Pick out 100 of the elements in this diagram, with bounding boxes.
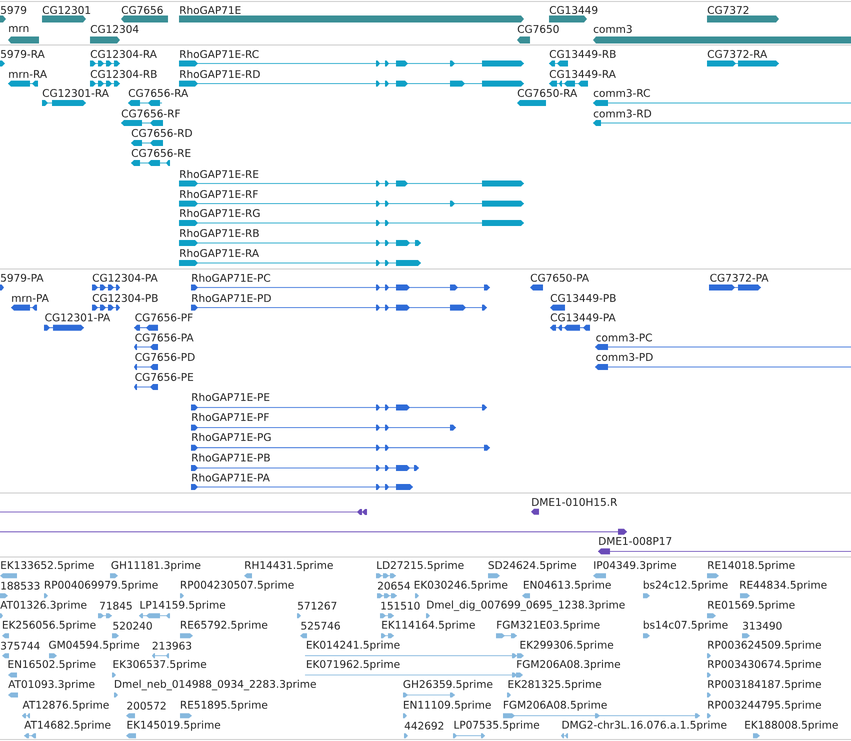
feature-label: RhoGAP71E-RF	[180, 190, 258, 198]
feature-label: comm3-PC	[596, 334, 652, 342]
feature-label: RhoGAP71E-PA	[192, 473, 270, 482]
feature-label: FGM206A08.3prime	[517, 660, 620, 670]
feature-label: RE01569.5prime	[708, 600, 795, 611]
feature-label: 525746	[301, 622, 340, 630]
feature-label: mrn-PA	[12, 294, 49, 302]
feature-label: RE65792.5prime	[180, 620, 268, 631]
feature-label: EK256056.5prime	[2, 620, 96, 631]
feature-label: EN16502.5prime	[8, 660, 96, 670]
feature-label: RhoGAP71E	[180, 6, 241, 14]
feature-label: RhoGAP71E-RD	[180, 70, 260, 78]
feature-label: CG12304-PB	[92, 294, 158, 302]
feature-label: CG7656-RF	[122, 110, 180, 118]
feature-label: CG7372-PA	[710, 274, 768, 282]
feature-label: CG12301-RA	[42, 89, 109, 97]
feature-label: RP003184187.5prime	[708, 680, 821, 690]
feature-label: GH26359.5prime	[404, 680, 492, 690]
feature-label: comm3	[594, 25, 632, 33]
feature-label: EK030246.5prime	[414, 580, 508, 591]
feature-label: RhoGAP71E-RB	[180, 228, 259, 238]
feature-label: CG12304-RA	[90, 50, 157, 58]
feature-label: GM04594.5prime	[49, 640, 140, 651]
feature-label: EK188008.5prime	[745, 720, 838, 731]
feature-label: CG13449-PB	[550, 294, 616, 302]
feature-label: EK281325.5prime	[508, 680, 602, 690]
feature-label: EK114164.5prime	[382, 620, 475, 631]
feature-label: RP003244795.5prime	[708, 700, 821, 711]
feature-label: Dmel_dig_007699_0695_1238.3prime	[427, 600, 625, 611]
feature-label: AT12876.5prime	[22, 700, 109, 711]
feature-label: RhoGAP71E-RE	[180, 170, 258, 178]
feature-label: AT01093.3prime	[8, 680, 94, 690]
feature-label: comm3-RD	[594, 110, 652, 118]
feature-label: RE14018.5prime	[708, 560, 795, 572]
feature-label: EN04613.5prime	[524, 580, 611, 591]
feature-label: 442692	[404, 722, 444, 730]
feature-label: CG13449	[550, 6, 598, 14]
feature-label: comm3-RC	[594, 89, 650, 97]
feature-label: CG7372-RA	[708, 50, 768, 58]
feature-label: CG7656-RA	[128, 89, 188, 97]
feature-label: DME1-008P17	[599, 537, 672, 545]
feature-label: CG7656-PF	[135, 313, 193, 322]
feature-label: EK133652.5prime	[1, 560, 94, 572]
feature-label: CG13449-PA	[550, 313, 616, 322]
feature-label: LP07535.5prime	[454, 720, 540, 731]
feature-label: 5979	[1, 6, 26, 14]
feature-label: CG7650-PA	[530, 274, 589, 282]
feature-label: RH14431.5prime	[245, 560, 333, 572]
feature-label: Dmel_neb_014988_0934_2283.3prime	[114, 680, 316, 690]
feature-label: EK145019.5prime	[128, 720, 220, 731]
feature-label: RhoGAP71E-PG	[192, 432, 271, 442]
feature-label: AT01326.3prime	[0, 600, 86, 611]
feature-label: RP003430674.5prime	[708, 660, 821, 670]
feature-label: CG7656-PA	[135, 334, 194, 342]
feature-label: CG12304-PA	[92, 274, 158, 282]
feature-label: LP14159.5prime	[140, 600, 226, 611]
feature-label: bs24c12.5prime	[644, 580, 728, 591]
feature-label: GH11181.3prime	[112, 560, 200, 572]
feature-label: 20654	[378, 582, 410, 590]
feature-label: CG7656-PD	[135, 353, 195, 361]
feature-label: 188533	[1, 582, 40, 590]
feature-label: comm3-PD	[596, 353, 653, 361]
feature-label: 200572	[127, 702, 166, 710]
feature-label: CG7650-RA	[518, 89, 578, 97]
feature-label: FGM206A08.5prime	[504, 700, 607, 711]
feature-label: SD24624.5prime	[488, 560, 576, 572]
feature-label: RhoGAP71E-PE	[192, 392, 270, 402]
feature-label: EN11109.5prime	[404, 700, 491, 711]
feature-label: CG12301	[42, 6, 90, 14]
feature-label: mrn-RA	[9, 70, 47, 78]
feature-label: 5979-PA	[1, 274, 44, 282]
feature-label: EK071962.5prime	[306, 660, 400, 670]
feature-label: RhoGAP71E-PB	[192, 453, 270, 462]
feature-label: RhoGAP71E-RA	[180, 248, 259, 258]
feature-label: CG7650	[518, 25, 559, 33]
feature-label: RhoGAP71E-RG	[180, 208, 260, 218]
feature-label: bs14c07.5prime	[644, 620, 728, 631]
feature-label: mrn	[9, 26, 28, 32]
feature-label: EK299306.5prime	[520, 640, 614, 651]
feature-label: CG12304-RB	[90, 70, 157, 78]
feature-label: 571267	[298, 602, 336, 610]
feature-label: CG7372	[708, 6, 748, 14]
feature-label: RhoGAP71E-PD	[192, 294, 271, 302]
feature-label: CG12301-PA	[45, 313, 110, 322]
feature-label: RE51895.5prime	[180, 700, 268, 711]
feature-label: CG7656	[122, 6, 163, 14]
feature-label: FGM321E03.5prime	[497, 620, 600, 631]
feature-label: EK306537.5prime	[114, 660, 206, 670]
feature-label: AT14682.5prime	[24, 720, 110, 731]
feature-label: 151510	[381, 602, 420, 610]
feature-label: RhoGAP71E-PC	[192, 274, 270, 282]
feature-label: 213963	[152, 642, 192, 650]
feature-label: CG7656-PE	[135, 373, 194, 381]
feature-label: RE44834.5prime	[740, 580, 827, 591]
feature-label: 5979-RA	[1, 50, 45, 58]
feature-label: CG13449-RB	[550, 50, 616, 58]
feature-label: 71845	[100, 602, 132, 610]
feature-label: RP004230507.5prime	[180, 580, 294, 591]
feature-label: RP004069979.5prime	[44, 580, 158, 591]
feature-label: RhoGAP71E-RC	[180, 50, 259, 58]
